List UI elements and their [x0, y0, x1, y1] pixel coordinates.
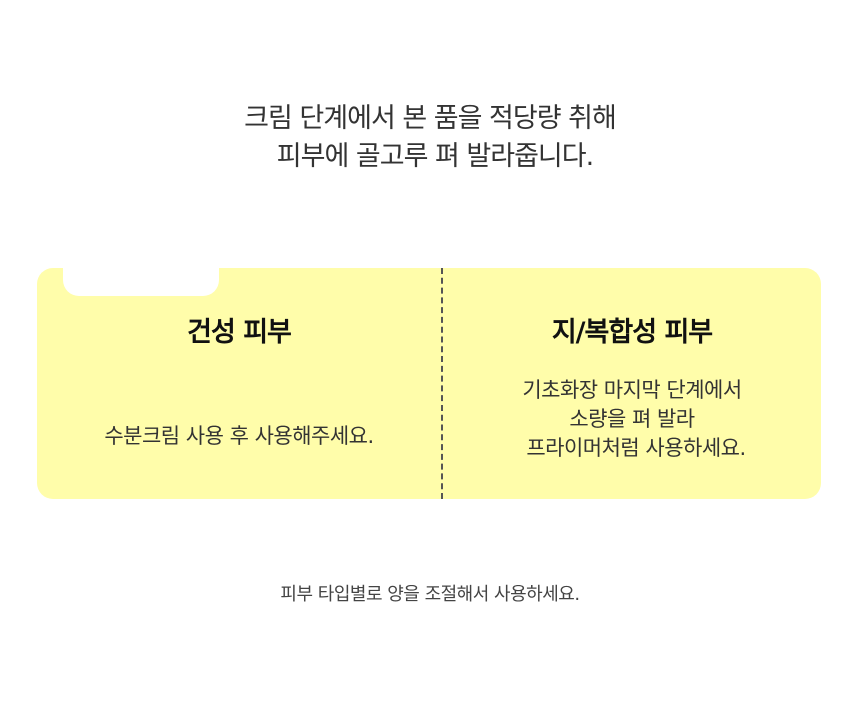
oily-skin-description: 기초화장 마지막 단계에서 소량을 펴 발라 프라이머처럼 사용하세요.	[443, 376, 821, 463]
oily-skin-section: 지/복합성 피부 기초화장 마지막 단계에서 소량을 펴 발라 프라이머처럼 사…	[443, 268, 821, 499]
desc-line: 프라이머처럼 사용하세요.	[526, 436, 746, 460]
intro-line: 피부에 골고루 펴 발라줍니다.	[276, 141, 594, 172]
intro-line: 크림 단계에서 본 품을 적당량 취해	[244, 103, 617, 134]
dry-skin-section: 건성 피부 수분크림 사용 후 사용해주세요.	[37, 268, 441, 499]
desc-line: 수분크림 사용 후 사용해주세요.	[104, 424, 374, 448]
oily-skin-title: 지/복합성 피부	[551, 317, 713, 348]
desc-line: 소량을 펴 발라	[569, 407, 695, 431]
intro-text: 크림 단계에서 본 품을 적당량 취해 피부에 골고루 펴 발라줍니다.	[0, 100, 860, 176]
dry-skin-description: 수분크림 사용 후 사용해주세요.	[37, 422, 441, 451]
card-notch	[63, 268, 219, 296]
dashed-divider	[441, 268, 443, 499]
dry-skin-title: 건성 피부	[187, 317, 292, 348]
footer-note: 피부 타입별로 양을 조절해서 사용하세요.	[280, 584, 580, 605]
skin-type-card: 건성 피부 수분크림 사용 후 사용해주세요. 지/복합성 피부 기초화장 마지…	[37, 268, 821, 499]
desc-line: 기초화장 마지막 단계에서	[522, 378, 742, 402]
